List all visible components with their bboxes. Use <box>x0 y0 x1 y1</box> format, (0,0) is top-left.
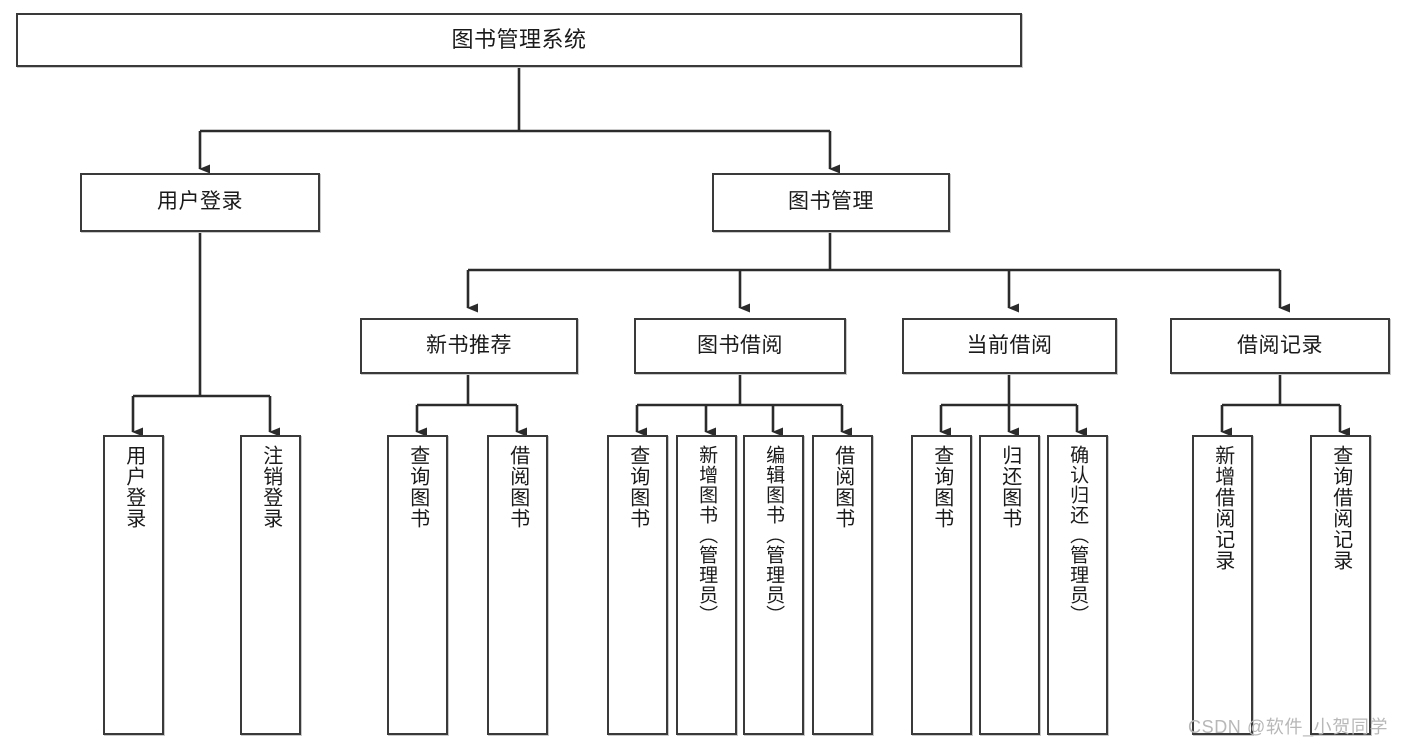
node-label: 编辑图书（管理员） <box>763 445 785 625</box>
node-borrowing-records[interactable]: 借阅记录 <box>1170 318 1390 374</box>
node-label: 借阅图书 <box>506 445 529 529</box>
node-label: 归还图书 <box>998 445 1021 529</box>
leaf-return-book[interactable]: 归还图书 <box>979 435 1040 735</box>
leaf-borrow-book[interactable]: 借阅图书 <box>812 435 873 735</box>
leaf-confirm-return-admin[interactable]: 确认归还（管理员） <box>1047 435 1108 735</box>
node-label: 注销登录 <box>259 445 282 529</box>
leaf-user-login[interactable]: 用户登录 <box>103 435 164 735</box>
node-label: 新增图书（管理员） <box>696 445 718 625</box>
node-label: 确认归还（管理员） <box>1067 445 1089 625</box>
node-label: 图书管理 <box>788 190 874 214</box>
node-book-management-system[interactable]: 图书管理系统 <box>16 13 1022 67</box>
watermark-text: CSDN @软件_小贺同学 <box>1188 717 1389 737</box>
leaf-logout[interactable]: 注销登录 <box>240 435 301 735</box>
leaf-query-book-current[interactable]: 查询图书 <box>911 435 972 735</box>
node-label: 查询图书 <box>930 445 953 529</box>
leaf-query-book-borrow[interactable]: 查询图书 <box>607 435 668 735</box>
leaf-query-book-recommend[interactable]: 查询图书 <box>387 435 448 735</box>
node-book-borrowing[interactable]: 图书借阅 <box>634 318 846 374</box>
node-label: 新书推荐 <box>426 333 512 357</box>
node-label: 用户登录 <box>157 190 243 214</box>
node-label: 查询图书 <box>406 445 429 529</box>
node-label: 用户登录 <box>122 445 145 529</box>
node-label: 当前借阅 <box>966 333 1053 357</box>
node-user-login[interactable]: 用户登录 <box>80 173 320 232</box>
node-label: 借阅记录 <box>1237 333 1323 357</box>
leaf-edit-book-admin[interactable]: 编辑图书（管理员） <box>743 435 804 735</box>
node-label: 新增借阅记录 <box>1211 445 1234 571</box>
node-book-management[interactable]: 图书管理 <box>712 173 950 232</box>
node-label: 借阅图书 <box>831 445 854 529</box>
node-current-borrowing[interactable]: 当前借阅 <box>902 318 1117 374</box>
node-new-book-recommendation[interactable]: 新书推荐 <box>360 318 578 374</box>
leaf-add-book-admin[interactable]: 新增图书（管理员） <box>676 435 737 735</box>
leaf-borrow-book-recommend[interactable]: 借阅图书 <box>487 435 548 735</box>
leaf-query-borrow-record[interactable]: 查询借阅记录 <box>1310 435 1371 735</box>
leaf-add-borrow-record[interactable]: 新增借阅记录 <box>1192 435 1253 735</box>
node-label: 查询借阅记录 <box>1329 445 1352 571</box>
node-label: 图书管理系统 <box>451 27 587 53</box>
node-label: 查询图书 <box>626 445 649 529</box>
node-label: 图书借阅 <box>697 333 783 357</box>
